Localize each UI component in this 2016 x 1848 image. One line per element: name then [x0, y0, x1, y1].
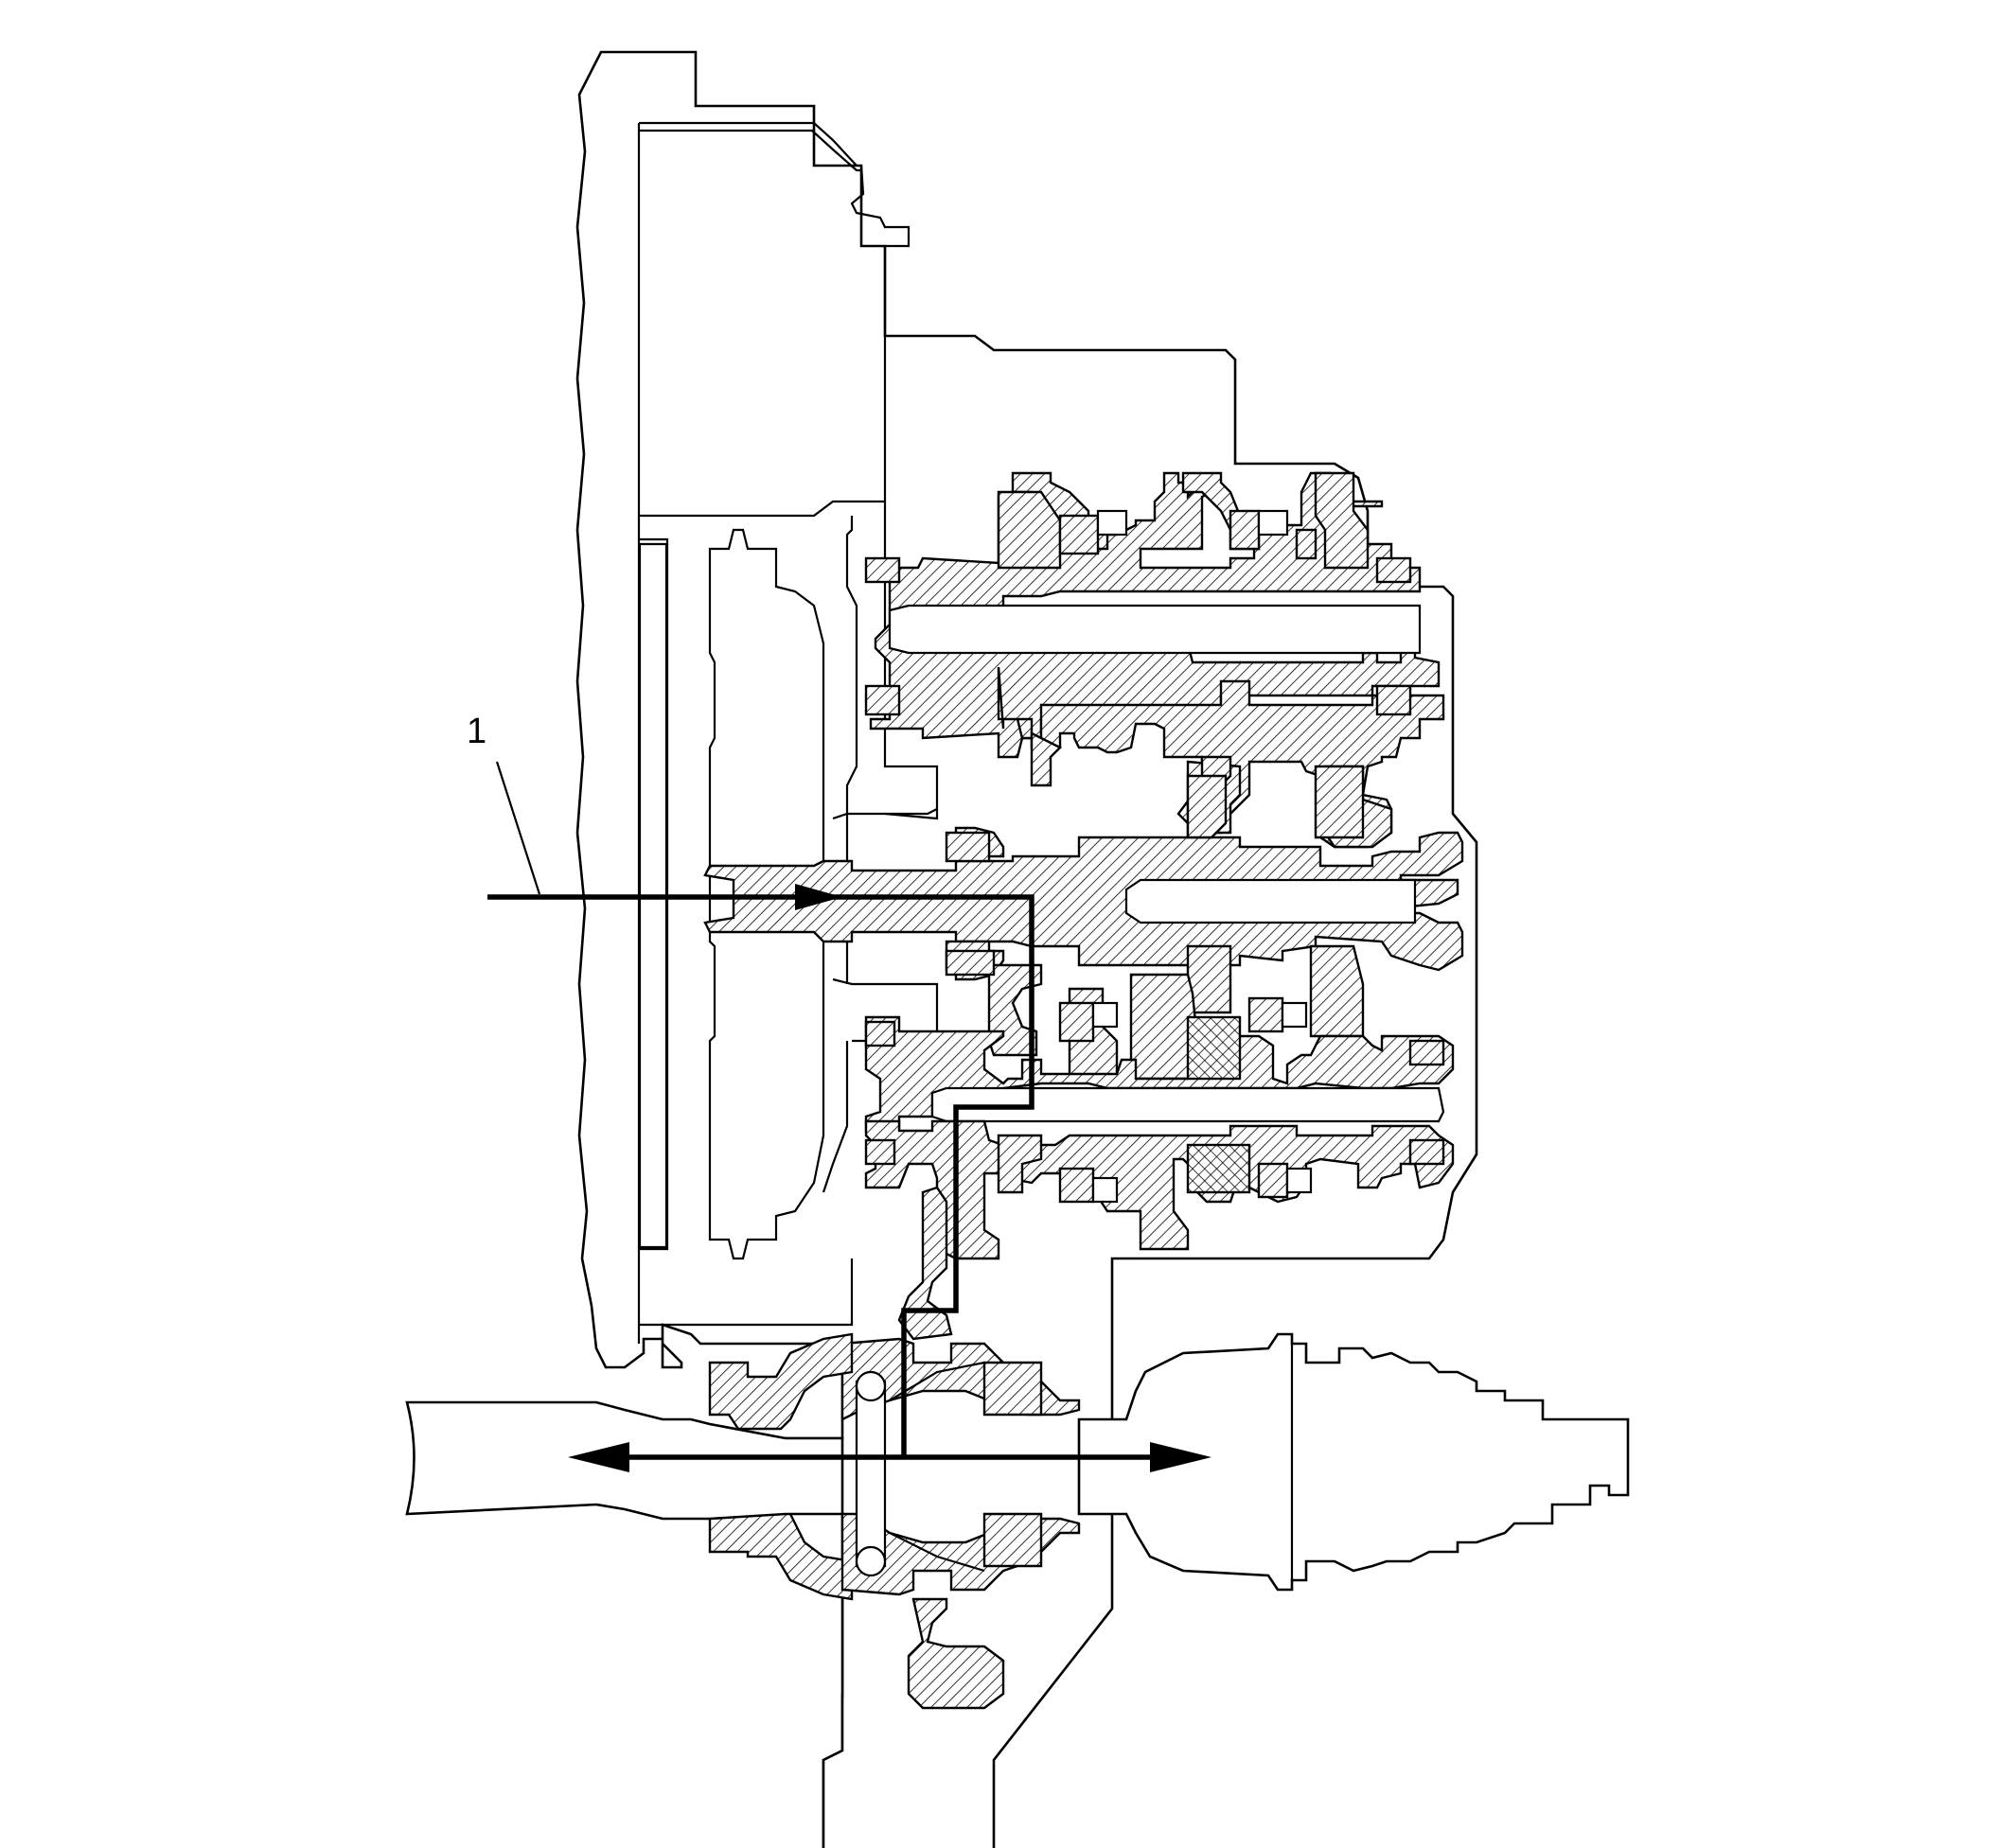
power-flow-path [487, 884, 1211, 1472]
upper-synchronizers [864, 509, 1412, 584]
callout-leader-line [495, 761, 541, 895]
left-output-arrowhead [568, 1442, 629, 1472]
lower-synchronizers [864, 949, 1445, 1204]
output-shaft [864, 1015, 1455, 1260]
input-shaft [703, 826, 1464, 981]
callout-1: 1 [467, 712, 541, 895]
right-axle-shaft [1077, 1332, 1630, 1592]
input-flow-arrowhead [795, 884, 842, 910]
callout-label: 1 [467, 712, 486, 751]
right-output-arrowhead [1150, 1442, 1211, 1472]
